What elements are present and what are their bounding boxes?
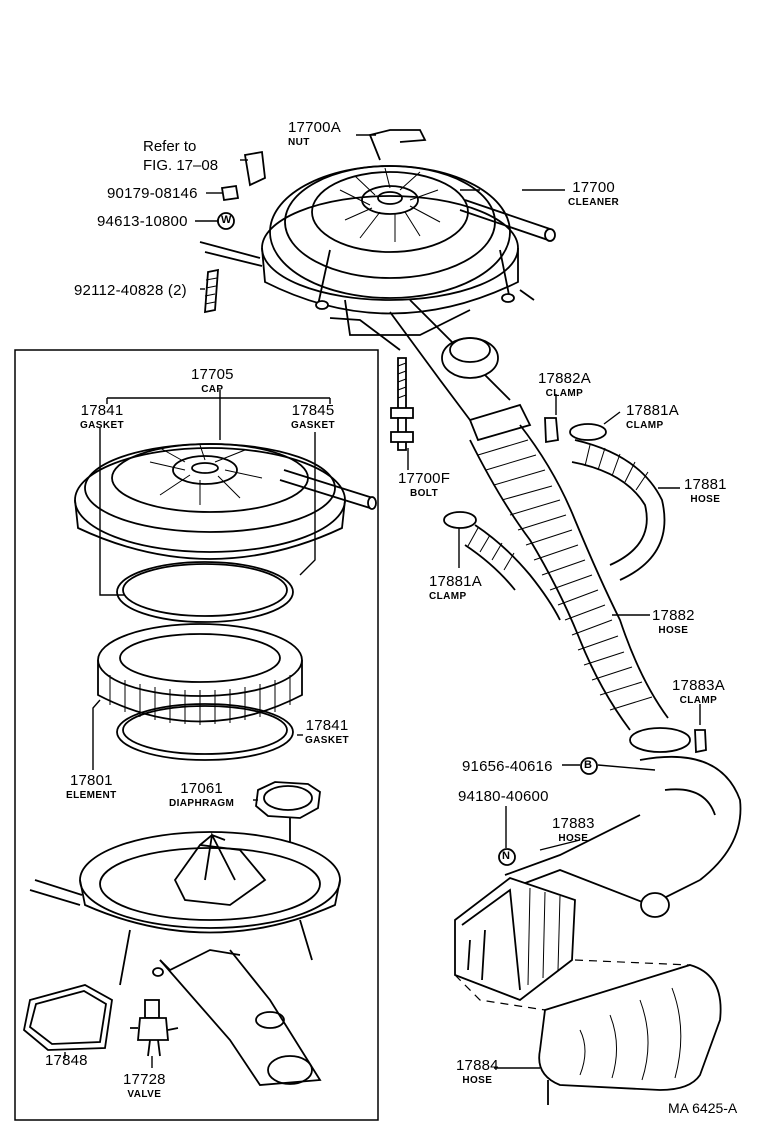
label-90179-08146[interactable]: 90179-08146 — [107, 186, 198, 201]
symbol-n: N — [502, 851, 510, 862]
label-91656-40616[interactable]: 91656-40616 — [462, 759, 553, 774]
part-number: 17700F — [398, 470, 451, 487]
part-number: 17883A — [672, 677, 725, 694]
label-17883A[interactable]: 17883A CLAMP — [672, 678, 725, 706]
label-17801[interactable]: 17801 ELEMENT — [66, 773, 117, 801]
part-name: CLAMP — [679, 695, 718, 706]
part-number: 92112-40828 (2) — [74, 282, 187, 299]
part-name: CLAMP — [626, 420, 664, 431]
part-name: ELEMENT — [66, 790, 117, 801]
part-number: 94180-40600 — [458, 788, 549, 805]
part-name: DIAPHRAGM — [169, 798, 235, 809]
drawing-code: MA 6425-A — [668, 1101, 737, 1115]
gasket-17841-bottom-illustration — [116, 703, 294, 761]
label-17841-top[interactable]: 17841 GASKET — [80, 403, 124, 431]
label-17881A-mid[interactable]: 17881A CLAMP — [429, 574, 482, 602]
label-17884[interactable]: 17884 HOSE — [456, 1058, 499, 1086]
label-94613-10800[interactable]: 94613-10800 — [97, 214, 188, 229]
label-17882A[interactable]: 17882A CLAMP — [538, 371, 591, 399]
part-number: 17883 — [552, 815, 595, 832]
part-name: CLAMP — [429, 591, 467, 602]
symbol-b-circle — [580, 757, 598, 775]
label-17841-bottom[interactable]: 17841 GASKET — [305, 718, 349, 746]
part-number: 17882A — [538, 370, 591, 387]
part-number: 17845 — [291, 402, 335, 419]
label-17882[interactable]: 17882 HOSE — [652, 608, 695, 636]
element-illustration — [97, 623, 303, 725]
part-number: 17882 — [652, 607, 695, 624]
symbol-n-text: N — [502, 850, 510, 862]
label-17881[interactable]: 17881 HOSE — [684, 477, 727, 505]
part-number: 17801 — [69, 772, 113, 789]
part-name: CLEANER — [568, 197, 620, 208]
part-number: 17881 — [684, 476, 727, 493]
drawing-code-text: MA 6425-A — [668, 1100, 738, 1116]
label-94180-40600[interactable]: 94180-40600 — [458, 789, 549, 804]
part-name: HOSE — [690, 494, 721, 505]
label-17883[interactable]: 17883 HOSE — [552, 816, 595, 844]
refer-to-text: Refer to FIG. 17–08 — [143, 138, 218, 176]
part-number: 17848 — [45, 1052, 88, 1069]
symbol-b-text: B — [584, 759, 592, 771]
part-number: 91656-40616 — [462, 758, 553, 775]
gasket-17848-illustration — [23, 984, 113, 1051]
part-number: 17700A — [288, 119, 341, 136]
label-17700A[interactable]: 17700A NUT — [288, 120, 341, 148]
part-name: NUT — [288, 137, 310, 148]
hose-17882-illustration — [469, 424, 669, 731]
inset-frame — [14, 349, 379, 1121]
hose-17883-illustration — [454, 755, 742, 1002]
part-number: 17061 — [180, 780, 223, 797]
air-cleaner-assembly-illustration — [199, 129, 556, 442]
part-number: 17841 — [305, 717, 349, 734]
hose-17884-illustration — [454, 959, 722, 1105]
label-17061[interactable]: 17061 DIAPHRAGM — [169, 781, 234, 809]
part-name: HOSE — [558, 833, 589, 844]
part-name: CAP — [201, 384, 224, 395]
part-name: CLAMP — [545, 388, 584, 399]
part-number: 17884 — [456, 1057, 499, 1074]
part-number: 94613-10800 — [97, 213, 188, 230]
valve-illustration — [130, 999, 179, 1057]
part-number: 17881A — [429, 573, 482, 590]
label-17728[interactable]: 17728 VALVE — [123, 1072, 166, 1100]
symbol-w-circle — [217, 212, 235, 230]
label-17848[interactable]: 17848 — [45, 1053, 88, 1068]
part-name: GASKET — [80, 420, 125, 431]
symbol-b: B — [584, 760, 592, 771]
hose-17881-illustration — [464, 439, 666, 621]
part-name: HOSE — [658, 625, 689, 636]
part-number: 17881A — [626, 402, 679, 419]
clip-and-fitting-illustrations — [204, 150, 266, 314]
leader-lines — [64, 134, 701, 1069]
part-number: 90179-08146 — [107, 185, 198, 202]
label-17700F[interactable]: 17700F BOLT — [398, 471, 450, 499]
part-name: GASKET — [291, 420, 336, 431]
symbol-w: W — [221, 215, 231, 226]
symbol-w-text: W — [221, 214, 232, 226]
label-17705[interactable]: 17705 CAP — [191, 367, 234, 395]
gasket-17841-top-illustration — [116, 561, 294, 623]
label-92112-40828[interactable]: 92112-40828 (2) — [74, 283, 187, 298]
part-name: GASKET — [305, 735, 350, 746]
cap-illustration — [74, 443, 377, 560]
bolt-illustration — [390, 357, 414, 451]
label-17845[interactable]: 17845 GASKET — [291, 403, 335, 431]
part-name: HOSE — [462, 1075, 493, 1086]
part-name: BOLT — [410, 488, 439, 499]
label-17881A-top[interactable]: 17881A CLAMP — [626, 403, 679, 431]
symbol-n-circle — [498, 848, 516, 866]
part-number: 17700 — [572, 179, 615, 196]
cleaner-body-illustration — [29, 831, 341, 1086]
part-number: 17728 — [123, 1071, 166, 1088]
part-name: VALVE — [127, 1089, 162, 1100]
part-number: 17841 — [80, 402, 124, 419]
refer-to-label: Refer to — [143, 138, 197, 155]
figure-reference-link[interactable]: FIG. 17–08 — [143, 156, 219, 174]
clamp-illustrations — [443, 417, 707, 754]
part-number: 17705 — [191, 366, 234, 383]
label-17700[interactable]: 17700 CLEANER — [568, 180, 619, 208]
diaphragm-illustration — [255, 781, 321, 867]
